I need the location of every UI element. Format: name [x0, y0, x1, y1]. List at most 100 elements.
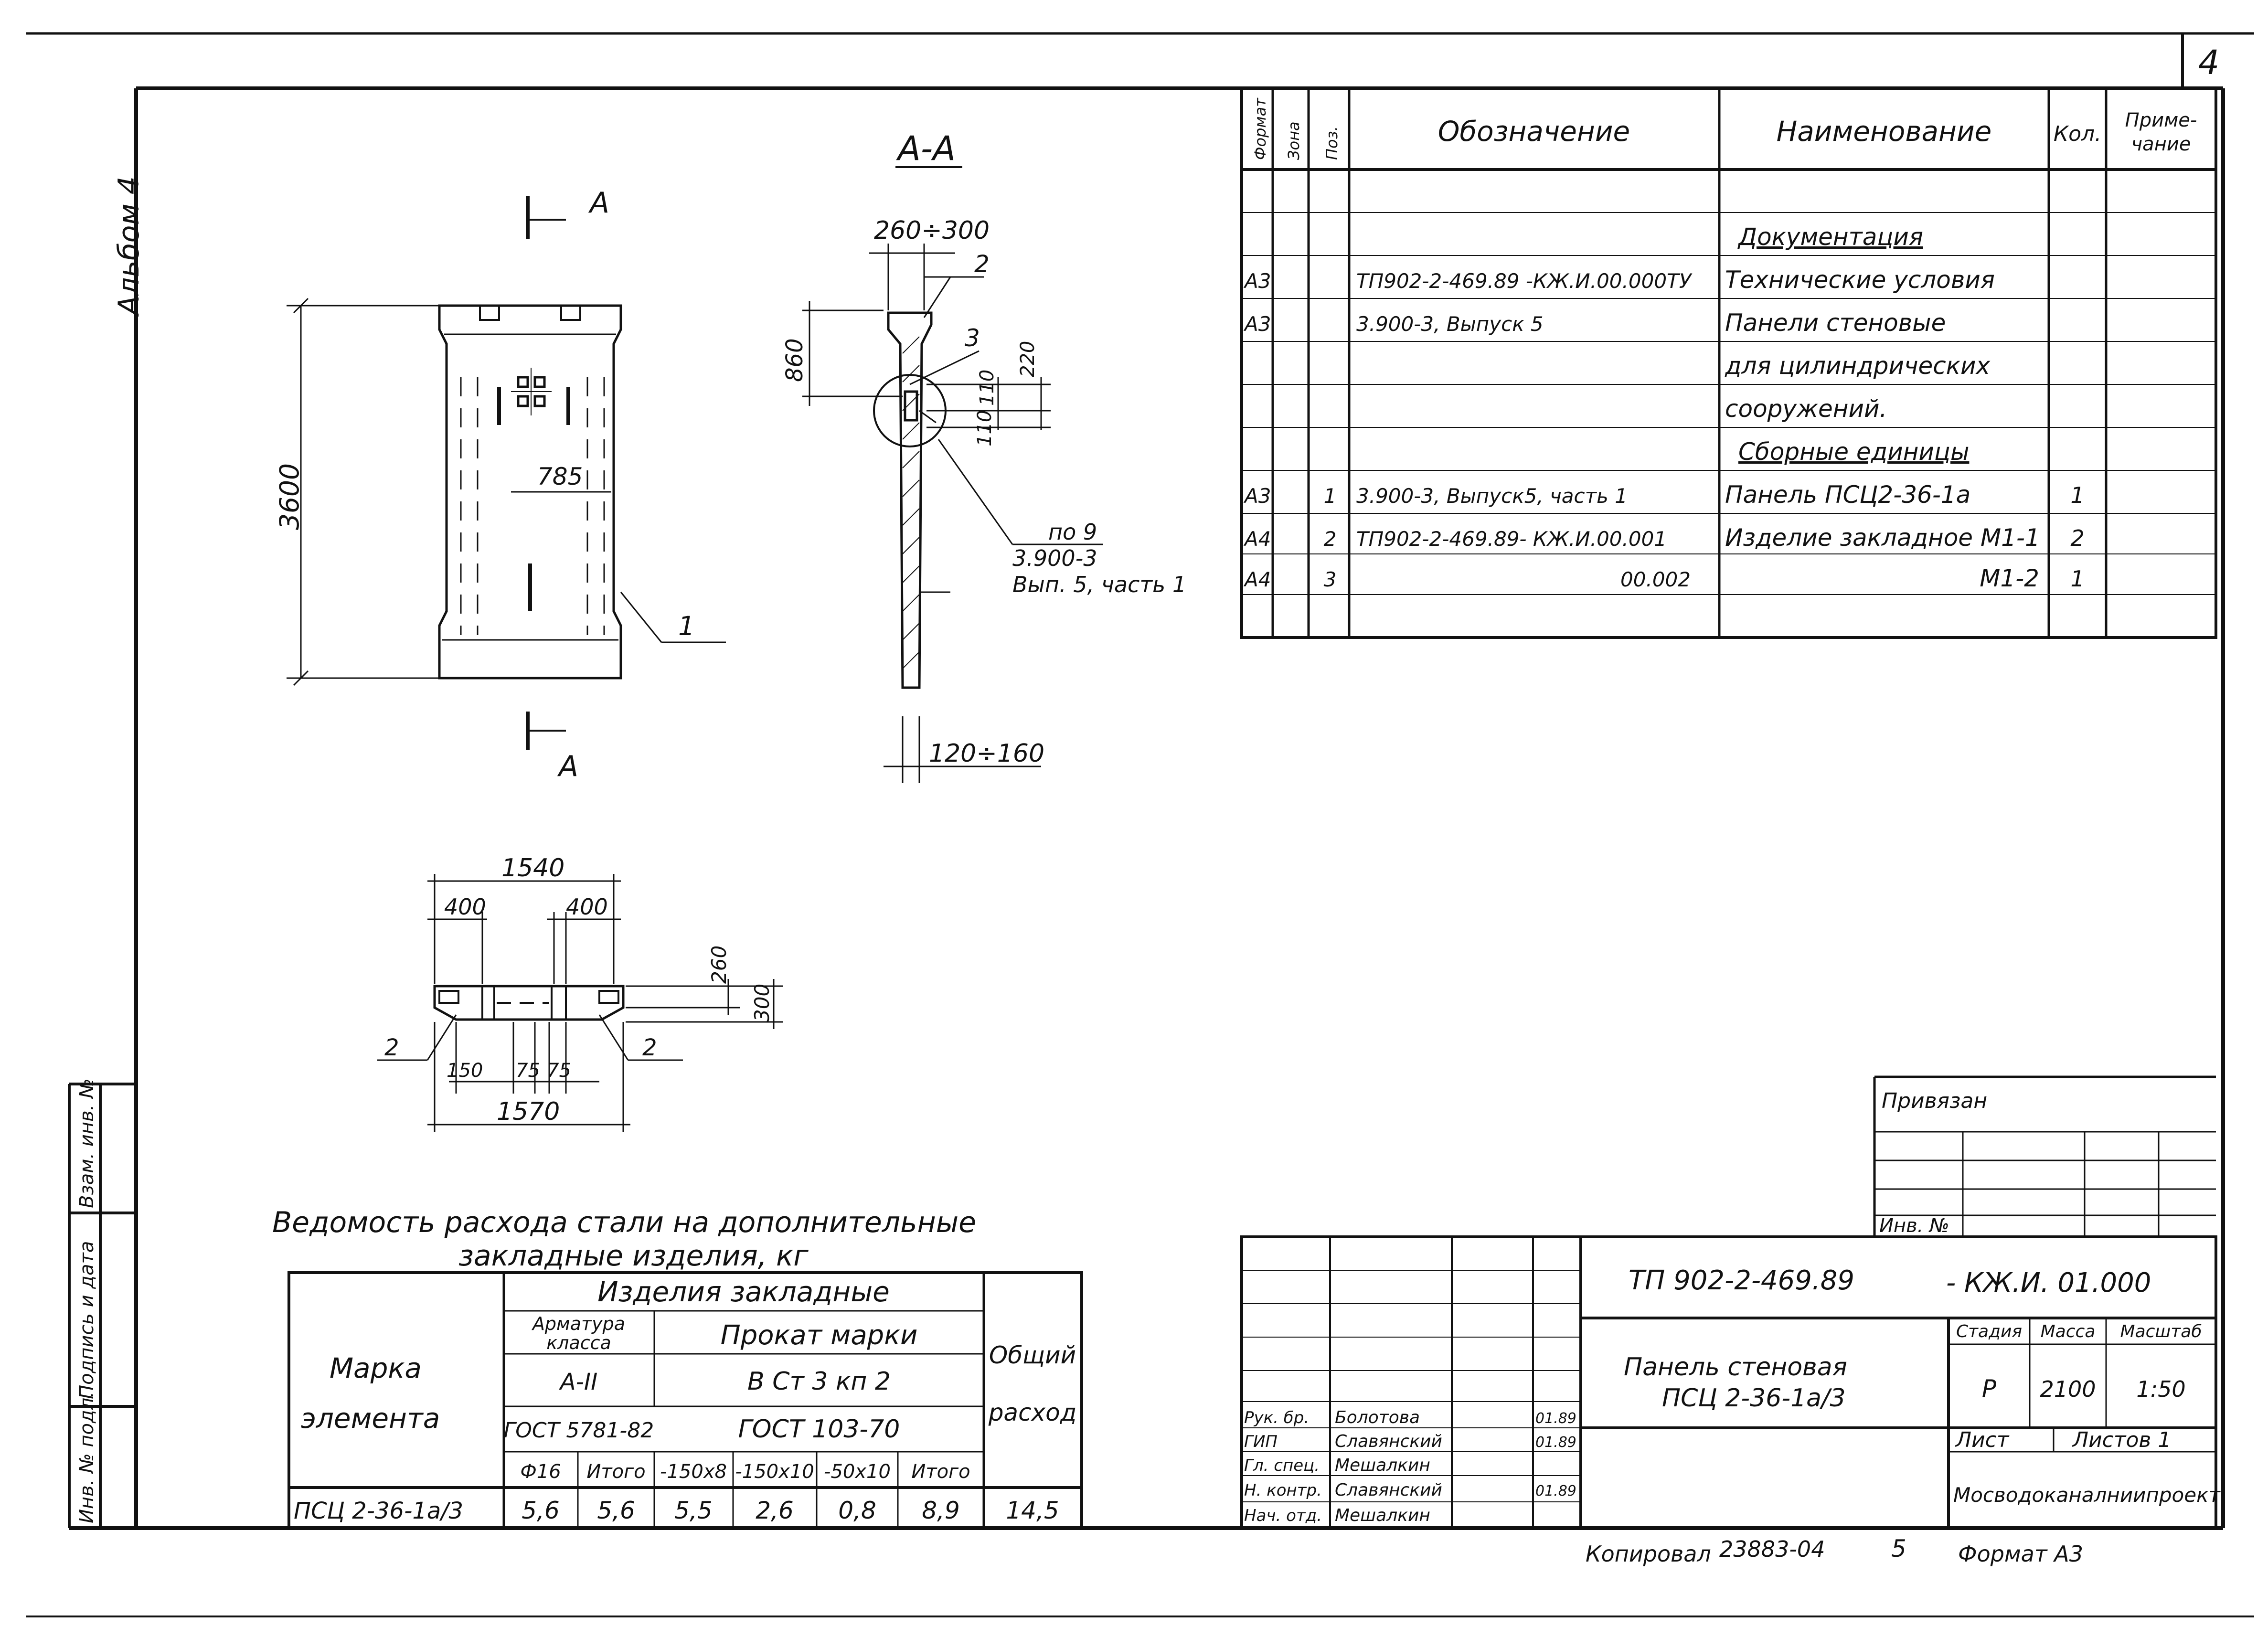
dim-offset: 785	[537, 463, 583, 490]
spec-row-designation: 00.002	[1620, 568, 1691, 591]
steel-subheader: Ф16	[520, 1461, 561, 1483]
tb-role-name: Болотова	[1335, 1408, 1420, 1427]
tb-role-name: Мешалкин	[1335, 1506, 1430, 1525]
steel-subheader: -150х10	[735, 1461, 814, 1483]
privyazan-label: Привязан	[1882, 1089, 1987, 1113]
spec-table-grid	[1240, 87, 2217, 639]
spec-header-name: Наименование	[1777, 115, 1992, 148]
note-line-1: по 9	[1048, 519, 1097, 545]
callout-3: 3	[965, 324, 980, 352]
spec-row-designation: 3.900-3, Выпуск 5	[1356, 312, 1544, 336]
dim-thickness-bottom: 120÷160	[929, 739, 1044, 768]
steel-row-value: 14,5	[1006, 1497, 1059, 1524]
tb-role: Н. контр.	[1244, 1481, 1322, 1500]
dim-75a: 75	[516, 1060, 540, 1082]
tb-role: Гл. спец.	[1244, 1456, 1320, 1475]
steel-subheader: -50х10	[824, 1461, 891, 1483]
spec-row-name: Панели стеновые	[1725, 309, 1946, 337]
spec-header-note-1: Приме-	[2125, 109, 2197, 131]
callout-2-section: 2	[974, 250, 990, 278]
steel-subheader: Итого	[586, 1461, 645, 1483]
section-a-a	[802, 166, 1103, 783]
spec-row-name: Сборные единицы	[1738, 438, 1969, 466]
steel-mark-1: Марка	[330, 1352, 422, 1384]
spec-row-name: М1-2	[1980, 564, 2039, 592]
tb-role-name: Славянский	[1335, 1432, 1442, 1451]
footer-format: Формат А3	[1958, 1541, 2083, 1567]
spec-row-format: А4	[1243, 568, 1271, 591]
panel-elevation	[287, 196, 726, 750]
dim-110b: 110	[974, 410, 996, 446]
steel-rebar-class: А-II	[559, 1369, 597, 1395]
album-label: Альбом 4	[112, 176, 146, 317]
spec-row-name: Изделие закладное М1-1	[1725, 524, 2040, 552]
spec-header-pos: Поз.	[1323, 126, 1341, 160]
steel-row-value: 5,5	[674, 1497, 713, 1524]
tb-org: Мосводоканалниипроект	[1953, 1483, 2221, 1507]
steel-table-grid	[287, 1271, 1083, 1530]
spec-row-name: Панель ПСЦ2-36-1а	[1725, 481, 1970, 509]
spec-row-designation: 3.900-3, Выпуск5, часть 1	[1356, 484, 1628, 508]
spec-header-qty: Кол.	[2054, 122, 2101, 146]
dim-height: 3600	[274, 463, 305, 530]
callout-2-right: 2	[642, 1034, 657, 1061]
steel-row-value: 5,6	[522, 1497, 560, 1524]
steel-rebar-2: класса	[546, 1332, 611, 1353]
tb-role: Нач. отд.	[1244, 1506, 1322, 1525]
steel-row-value: 5,6	[597, 1497, 635, 1524]
tb-stage-header: Стадия	[1956, 1322, 2022, 1341]
spec-row-pos: 3	[1324, 568, 1337, 591]
dim-110a: 110	[976, 370, 998, 406]
dim-75b: 75	[547, 1060, 571, 1082]
footer-digit: 5	[1891, 1535, 1906, 1563]
tb-name-2: ПСЦ 2-36-1а/3	[1662, 1384, 1846, 1413]
dim-400a: 400	[444, 894, 486, 920]
dim-300: 300	[750, 984, 774, 1022]
section-label: А-А	[896, 129, 956, 168]
tb-role-name: Славянский	[1335, 1480, 1442, 1500]
footer-copied: Копировал	[1586, 1541, 1711, 1567]
spec-row-name: Документация	[1737, 223, 1923, 251]
steel-row-value: 2,6	[756, 1497, 794, 1524]
steel-row-value: 0,8	[838, 1497, 876, 1524]
steel-total-1: Общий	[989, 1341, 1076, 1369]
spec-row-format: А3	[1243, 484, 1271, 508]
side-stamp-replace: Взам. инв. №	[76, 1078, 98, 1208]
steel-subheader: -150х8	[660, 1461, 727, 1483]
spec-row-pos: 1	[1324, 484, 1337, 508]
sheet-number: 4	[2198, 43, 2220, 82]
spec-row-name: Технические условия	[1725, 266, 1995, 294]
tb-sheets: Листов 1	[2072, 1428, 2171, 1452]
spec-header-zone: Зона	[1285, 121, 1303, 160]
callout-1: 1	[678, 611, 695, 641]
note-line-3: Вып. 5, часть 1	[1012, 572, 1186, 597]
side-stamp-block	[68, 1083, 136, 1528]
spec-header-format: Формат	[1251, 97, 1269, 160]
dim-1540: 1540	[501, 854, 564, 882]
tb-mass-header: Масса	[2041, 1322, 2096, 1341]
spec-header-note-2: чание	[2131, 133, 2191, 155]
spec-row-format: А3	[1243, 269, 1271, 293]
spec-row-pos: 2	[1324, 527, 1337, 551]
spec-row-designation: ТП902-2-469.89- КЖ.И.00.001	[1356, 527, 1667, 551]
tb-role-date: 01.89	[1535, 1483, 1576, 1499]
steel-rolled: Прокат марки	[721, 1320, 918, 1351]
steel-subheaders: Ф16 Итого -150х8 -150х10 -50х10 Итого	[520, 1461, 970, 1483]
callout-2-left: 2	[384, 1034, 399, 1061]
spec-row-qty: 2	[2070, 525, 2084, 551]
spec-row-name: сооружений.	[1725, 395, 1887, 423]
panel-plan	[377, 874, 783, 1132]
dim-400b: 400	[566, 894, 608, 920]
cut-mark-bottom: А	[557, 750, 578, 783]
side-stamp-inv: Инв. № подл.	[76, 1392, 98, 1523]
cut-mark-top: А	[588, 186, 609, 220]
spec-row-format: А4	[1243, 527, 1271, 551]
tb-role: Рук. бр.	[1244, 1408, 1309, 1427]
title-block-grid	[1240, 1235, 2217, 1530]
steel-rolled-grade: В Ст 3 кп 2	[747, 1367, 891, 1396]
steel-rebar-1: Арматура	[531, 1313, 625, 1334]
steel-subheader: Итого	[911, 1461, 970, 1483]
